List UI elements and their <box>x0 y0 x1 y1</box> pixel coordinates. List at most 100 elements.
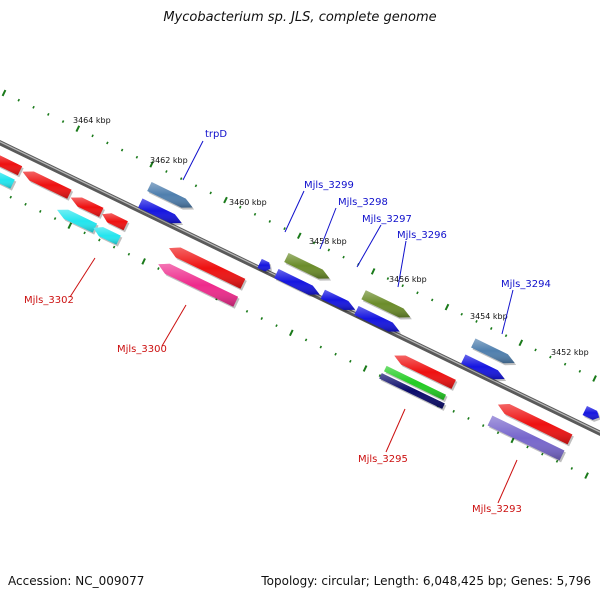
scale-tick-major <box>444 303 450 311</box>
scale-tick-minor <box>91 134 94 138</box>
scale-tick-major <box>297 232 302 240</box>
gene-mjls3298[interactable] <box>320 289 357 312</box>
gene-mjls3294-a[interactable] <box>471 338 517 366</box>
scale-tick-minor <box>378 374 382 378</box>
scale-tick-minor <box>563 362 567 366</box>
scale-tick-minor <box>334 352 337 356</box>
scale-tick-minor <box>238 205 242 209</box>
scale-tick-minor <box>283 227 286 231</box>
gene-mjls3294-b[interactable] <box>461 354 507 382</box>
scale-tick-minor <box>386 277 390 280</box>
gene-label-mjls3293[interactable]: Mjls_3293 <box>472 504 522 515</box>
scale-tick-minor <box>127 252 131 256</box>
scale-label-3462: 3462 kbp <box>150 156 188 165</box>
scale-label-3456: 3456 kbp <box>389 275 427 284</box>
gene-label-mjls3302[interactable]: Mjls_3302 <box>24 295 74 306</box>
scale-tick-minor <box>430 298 434 302</box>
gene-mjls3300-red[interactable] <box>169 247 247 291</box>
gene-mjls3300-magenta[interactable] <box>158 263 240 309</box>
gene-cyan-c[interactable] <box>93 227 123 247</box>
scale-tick-minor <box>452 409 455 413</box>
gene-label-mjls3299[interactable]: Mjls_3299 <box>304 180 354 191</box>
scale-label-3464: 3464 kbp <box>73 116 111 125</box>
scale-tick-minor <box>106 141 109 145</box>
scale-tick-major <box>370 268 376 275</box>
genome-map: 3464 kbp 3462 kbp 3460 kbp 3458 kbp 3456… <box>0 89 600 515</box>
gene-mjls3295-navy[interactable] <box>379 373 447 411</box>
scale-tick-minor <box>194 184 198 188</box>
scale-tick-minor <box>32 105 35 109</box>
scale-tick-minor <box>260 317 264 320</box>
gene-mjls3295-green[interactable] <box>384 365 448 403</box>
gene-edge-blue[interactable] <box>582 406 600 422</box>
scale-tick-minor <box>9 195 13 199</box>
scale-tick-minor <box>319 345 323 349</box>
scale-tick-major <box>592 375 597 382</box>
gene-label-mjls3300[interactable]: Mjls_3300 <box>117 344 167 355</box>
gene-red-b[interactable] <box>22 171 74 201</box>
scale-tick-minor <box>47 112 50 116</box>
scale-tick-minor <box>17 98 21 102</box>
scale-tick-minor <box>120 148 124 152</box>
gene-label-mjls3296[interactable]: Mjls_3296 <box>397 230 447 241</box>
scale-tick-major <box>223 196 228 204</box>
gene-label-mjls3297[interactable]: Mjls_3297 <box>362 214 412 225</box>
scale-tick-minor <box>253 212 257 216</box>
gene-mjls3293-lavender[interactable] <box>487 415 566 463</box>
scale-tick-major <box>149 161 154 168</box>
scale-tick-minor <box>165 170 168 173</box>
scale-tick-minor <box>112 245 116 249</box>
gene-mjls3296-olive[interactable] <box>361 290 412 320</box>
scale-tick-major <box>141 258 146 265</box>
scale-tick-minor <box>549 355 552 359</box>
scale-tick-minor <box>39 209 42 213</box>
genome-summary-text: Topology: circular; Length: 6,048,425 bp… <box>261 574 591 588</box>
gene-mjls3299-blue[interactable] <box>274 269 322 297</box>
gene-label-mjls3294[interactable]: Mjls_3294 <box>501 279 551 290</box>
gene-red-d[interactable] <box>102 213 130 233</box>
scale-tick-minor <box>496 431 500 435</box>
reverse-gene-labels: Mjls_3302 Mjls_3300 Mjls_3295 Mjls_3293 <box>24 295 522 515</box>
gene-edge-red-a[interactable] <box>0 153 24 178</box>
scale-tick-major <box>1 89 7 97</box>
gene-trpD-b[interactable] <box>138 198 184 226</box>
forward-label-leaders <box>182 140 514 335</box>
gene-mjls3293-red[interactable] <box>498 404 574 447</box>
gene-cyan-b[interactable] <box>57 209 99 235</box>
scale-tick-minor <box>61 120 65 123</box>
scale-tick-major <box>75 125 81 133</box>
scale-tick-minor <box>24 202 27 206</box>
scale-tick-minor <box>83 231 86 235</box>
gene-mjls3297[interactable] <box>354 306 402 334</box>
scale-tick-minor <box>401 284 404 288</box>
scale-tick-minor <box>555 459 559 463</box>
scale-tick-minor <box>460 312 464 316</box>
forward-gene-labels: trpD Mjls_3299 Mjls_3298 Mjls_3297 Mjls_… <box>205 129 551 290</box>
gene-red-c[interactable] <box>70 197 105 219</box>
scale-tick-minor <box>534 348 537 352</box>
scale-tick-minor <box>349 359 352 363</box>
scale-tick-minor <box>475 319 478 323</box>
gene-small-a[interactable] <box>257 258 272 274</box>
gene-label-trpD[interactable]: trpD <box>205 129 227 140</box>
accession-text: Accession: NC_009077 <box>8 574 145 588</box>
scale-tick-major <box>67 222 73 230</box>
scale-tick-minor <box>578 369 582 373</box>
reverse-label-leaders <box>69 257 518 504</box>
gene-edge-cyan[interactable] <box>0 171 17 191</box>
gene-features <box>0 153 600 463</box>
scale-tick-minor <box>209 191 212 195</box>
gene-mjls3295-red[interactable] <box>394 355 458 391</box>
scale-tick-minor <box>179 177 183 181</box>
scale-tick-minor <box>504 334 508 338</box>
gene-label-mjls3298[interactable]: Mjls_3298 <box>338 197 388 208</box>
scale-tick-minor <box>275 324 278 328</box>
scale-label-3454: 3454 kbp <box>470 312 508 321</box>
genome-title: Mycobacterium sp. JLS, complete genome <box>163 10 437 25</box>
gene-mjls3299-olive[interactable] <box>284 253 332 281</box>
gene-label-mjls3295[interactable]: Mjls_3295 <box>358 454 408 465</box>
scale-tick-minor <box>304 338 308 342</box>
gene-trpD-a[interactable] <box>147 182 195 210</box>
scale-tick-minor <box>268 220 272 223</box>
